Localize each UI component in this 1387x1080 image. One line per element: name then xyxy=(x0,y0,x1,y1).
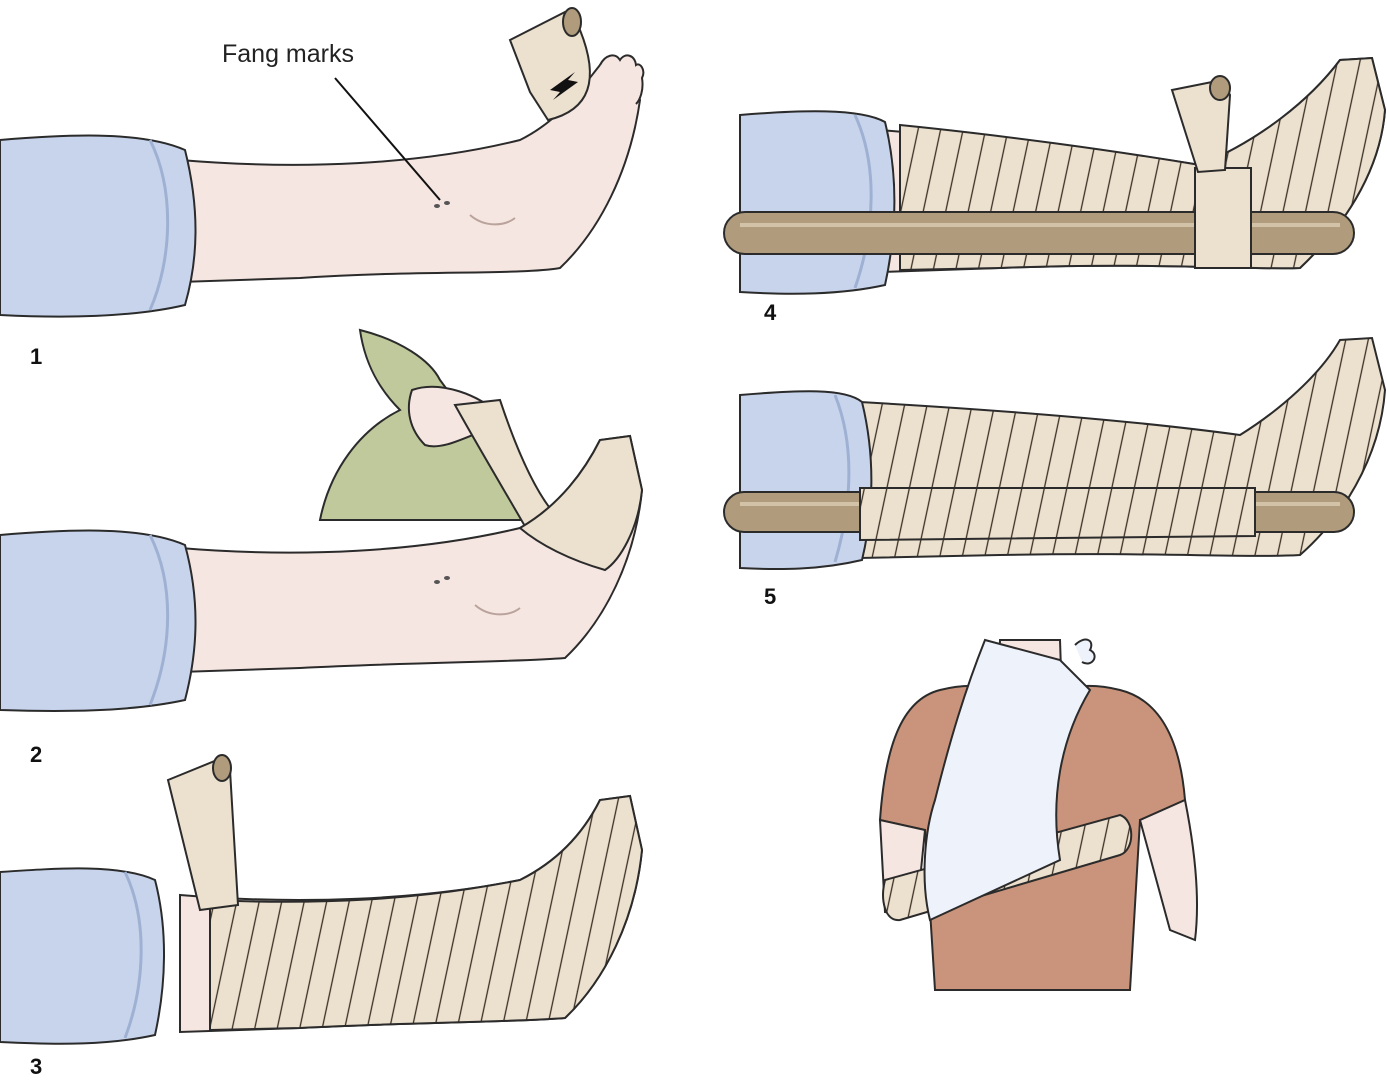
step-number-3: 3 xyxy=(30,1054,42,1079)
panel-1: Fang marks 1 xyxy=(0,8,643,369)
callout-label: Fang marks xyxy=(222,40,354,68)
bandage-roll-icon xyxy=(168,755,238,910)
jeans xyxy=(740,391,871,569)
fang-mark-right xyxy=(444,201,450,205)
fang-mark-right xyxy=(444,576,450,580)
bandage-roll-icon xyxy=(1172,76,1230,172)
panel-2: 2 xyxy=(0,330,642,767)
jeans xyxy=(0,868,164,1043)
panel-5: 5 xyxy=(724,338,1385,609)
step-number-2: 2 xyxy=(30,742,42,767)
panel-sling xyxy=(880,640,1197,990)
sling-knot xyxy=(1075,640,1095,664)
step-number-4: 4 xyxy=(764,300,777,325)
right-arm xyxy=(1140,800,1197,940)
splint-tie-band xyxy=(1195,168,1251,268)
panel-4: 4 xyxy=(724,58,1385,325)
bandage-roll-icon xyxy=(510,8,590,120)
fang-mark-left xyxy=(434,204,440,208)
leg-wrap xyxy=(210,796,642,1030)
fang-mark-left xyxy=(434,580,440,584)
leg-wrap-over-splint xyxy=(860,488,1255,540)
splint-icon xyxy=(724,212,1354,254)
panel-3: 3 xyxy=(0,755,642,1079)
step-number-1: 1 xyxy=(30,344,42,369)
step-number-5: 5 xyxy=(764,584,776,609)
